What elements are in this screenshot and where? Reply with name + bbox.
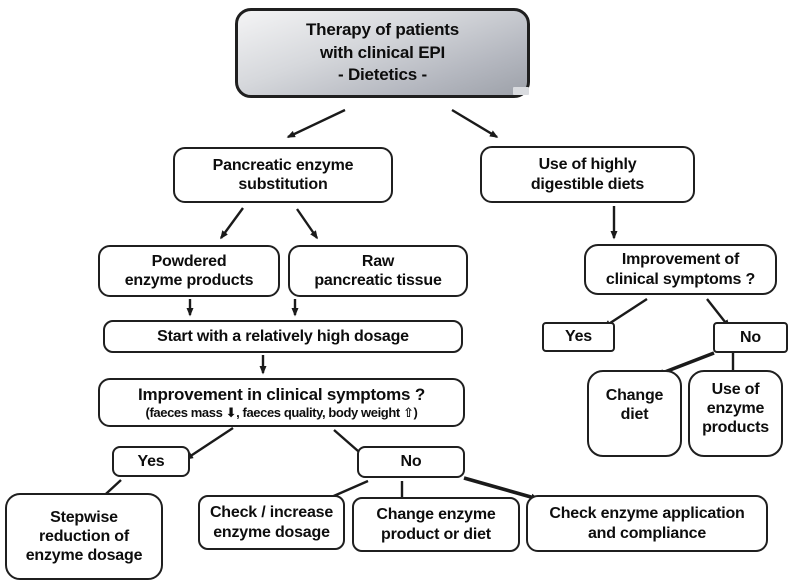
title-gloss-highlight [513, 87, 529, 95]
title-line: with clinical EPI [319, 42, 446, 62]
node-text: Use of [711, 381, 760, 398]
node-pancreatic-enzyme-substitution: Pancreatic enzyme substitution [173, 147, 393, 203]
node-yes-left: Yes [112, 446, 190, 477]
node-check-increase-enzyme-dosage: Check / increase enzyme dosage [198, 495, 345, 550]
node-text: enzyme dosage [213, 523, 330, 541]
node-yes-right: Yes [542, 322, 615, 352]
node-text: No [740, 328, 761, 346]
node-text: Yes [137, 452, 165, 470]
node-powdered-enzyme-products: Powdered enzyme products [98, 245, 280, 297]
node-start-high-dosage: Start with a relatively high dosage [103, 320, 463, 353]
title-line: - Dietetics - [337, 65, 428, 85]
node-stepwise-reduction-enzyme-dosage: Stepwise reduction of enzyme dosage [5, 493, 163, 580]
node-text: Powdered [151, 252, 227, 270]
node-text: enzyme [706, 400, 765, 418]
node-text: clinical symptoms ? [605, 270, 756, 288]
node-no-left: No [357, 446, 465, 478]
node-change-enzyme-product-or-diet: Change enzyme product or diet [352, 497, 520, 552]
node-text: No [400, 453, 422, 471]
node-text: diet [620, 406, 649, 424]
node-text: Start with a relatively high dosage [157, 327, 409, 345]
node-no-right: No [713, 322, 788, 353]
node-text: products [702, 419, 769, 437]
title-line: Therapy of patients [305, 19, 459, 39]
node-text: Change enzyme [376, 506, 496, 524]
node-text: Improvement in clinical symptoms ? [138, 384, 425, 404]
node-text: Pancreatic enzyme [212, 156, 354, 174]
node-use-of-enzyme-products: Use of enzyme products [688, 370, 783, 457]
node-text: product or diet [381, 525, 491, 543]
node-text: enzyme products [124, 272, 254, 289]
node-raw-pancreatic-tissue: Raw pancreatic tissue [288, 245, 468, 297]
node-text: digestible diets [530, 175, 645, 193]
node-text: substitution [238, 176, 328, 193]
node-text: pancreatic tissue [314, 272, 442, 289]
node-check-enzyme-application-compliance: Check enzyme application and compliance [526, 495, 768, 552]
node-text: Use of highly [538, 156, 637, 174]
node-text: and compliance [587, 524, 707, 542]
node-subtext: (faeces mass ⬇, faeces quality, body wei… [145, 404, 418, 420]
node-text: reduction of [38, 527, 130, 545]
node-text: Check / increase [209, 504, 334, 522]
node-text: enzyme dosage [25, 547, 143, 565]
node-change-diet: Change diet [587, 370, 682, 457]
node-text: Improvement of [621, 251, 740, 269]
node-title-therapy-epi-dietetics: Therapy of patients with clinical EPI - … [235, 8, 530, 98]
node-text: Stepwise [50, 508, 118, 526]
node-improvement-clinical-symptoms-question: Improvement in clinical symptoms ? (faec… [98, 378, 465, 427]
node-text: Check enzyme application [549, 505, 745, 523]
node-use-of-highly-digestible-diets: Use of highly digestible diets [480, 146, 695, 203]
node-text: Raw [361, 252, 395, 270]
node-text: Change [605, 387, 664, 404]
node-improvement-of-clinical-symptoms: Improvement of clinical symptoms ? [584, 244, 777, 295]
node-text: Yes [565, 328, 592, 346]
